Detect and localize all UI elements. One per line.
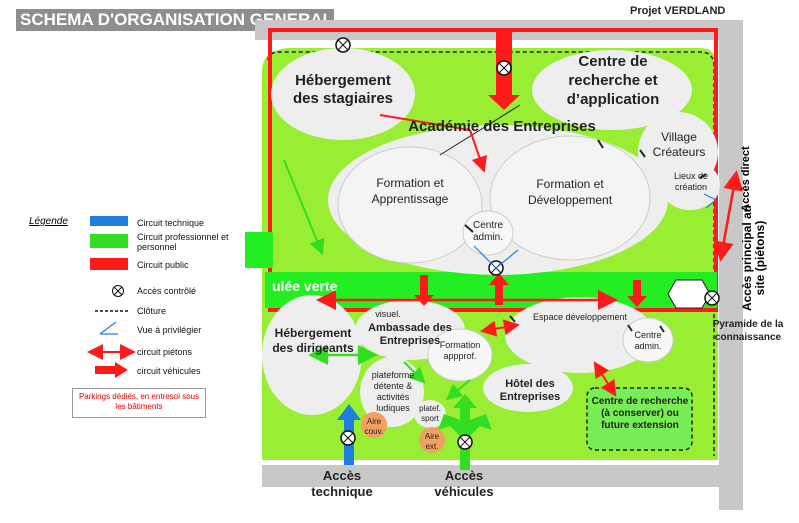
access-marker-vehicles: [457, 434, 473, 450]
bubble-hotel: [483, 364, 573, 412]
label-acces-principal: Accès principal au site (piétons): [740, 204, 767, 312]
centre-conserver-box: [586, 387, 693, 451]
label-formation-developpement: Formation et Développement: [527, 177, 613, 207]
label-formation-apprentissage: Formation et Apprentissage: [371, 176, 449, 206]
bubble-formation-apprentissage: [337, 146, 483, 264]
label-aire-couv: Aire couv.: [364, 417, 384, 436]
legend-title: Légende: [29, 216, 68, 227]
label-coulee-verte: ulée verte: [272, 278, 338, 294]
legend-access-icon: [112, 285, 124, 297]
project-name: Projet VERDLAND: [630, 5, 726, 17]
bubble-formation-approf: [427, 328, 493, 382]
legend-label-vehicle: circuit véhicules: [137, 366, 201, 376]
label-centre-recherche: Centre de recherche et d’application: [566, 53, 660, 108]
public-zone-frame: [268, 28, 718, 312]
legend-label-professionnel: Circuit professionnel et personnel: [137, 232, 229, 252]
label-hebergement-stagiaires: Hébergement des stagiaires: [292, 72, 394, 107]
legend-label-access: Accès contrôlé: [137, 286, 197, 296]
bubble-lieux-creation: [660, 160, 720, 210]
label-hotel: Hôtel des Entreprises: [499, 378, 561, 403]
bubble-centre-recherche: [532, 50, 692, 130]
label-acces-technique: Accès technique: [311, 468, 373, 499]
label-formation-approf: Formation appprof.: [439, 340, 481, 361]
label-visuel: visuel.: [375, 309, 401, 319]
access-marker-north: [335, 37, 351, 53]
bubble-formation-developpement: [489, 135, 651, 261]
label-lieux-creation: Lieux de création: [673, 171, 709, 192]
label-academie: Académie des Entreprises: [408, 118, 596, 135]
aire-ext-circle: [419, 427, 445, 453]
label-plateforme-sport: platef. sport: [419, 404, 441, 423]
label-hebergement-dirigeants: Hébergement des dirigeants: [272, 326, 354, 355]
road-east: [719, 20, 743, 510]
view-cone-east: [703, 193, 717, 209]
parking-note: Parkings dédiés, en entresol sous les bâ…: [72, 388, 206, 418]
label-pyramide: Pyramide de la connaissance: [712, 319, 784, 343]
legend-label-fence: Clôture: [137, 306, 167, 316]
bubble-platef-sport: [414, 400, 446, 428]
access-marker-tech: [340, 430, 356, 446]
label-espace-developpement: Espace développement: [532, 312, 628, 322]
legend-label-public: Circuit public: [137, 260, 189, 270]
green-arrow-bundle: [438, 394, 492, 470]
aire-couv-circle: [361, 412, 387, 438]
legend-label-view: Vue à privilégier: [137, 325, 202, 335]
legend-label-pedestrian: circuit piétons: [137, 347, 193, 357]
label-centre-conserver: Centre de recherche (à conserver) ou fut…: [591, 396, 689, 431]
bubble-espace-dev: [505, 297, 655, 373]
bubble-centre-admin-2: [622, 317, 674, 363]
bubble-plateforme: [360, 357, 424, 427]
road-south: [262, 465, 722, 487]
label-centre-admin-2: Centre admin.: [634, 330, 662, 351]
coulee-verte-left: [245, 232, 273, 268]
label-aire-ext: Aire ext.: [424, 432, 440, 451]
label-ambassade: Ambassade des Entreprises: [368, 322, 452, 347]
access-marker-top: [496, 60, 512, 76]
view-cone-centre: [473, 245, 519, 269]
label-plateforme-detente: plateforme détente & activités ludiques: [371, 370, 415, 413]
label-centre-admin: Centre admin.: [472, 220, 503, 243]
label-village: Village Créateurs: [652, 130, 706, 159]
label-acces-vehicules: Accès véhicules: [434, 468, 494, 499]
bubble-centre-admin: [462, 210, 514, 256]
legend-label-technique: Circuit technique: [137, 218, 205, 228]
bubble-hebergement-stagiaires: [271, 48, 415, 140]
pyramide-hexagon: [667, 279, 711, 309]
fence: [267, 51, 715, 456]
access-marker-east: [704, 290, 720, 306]
